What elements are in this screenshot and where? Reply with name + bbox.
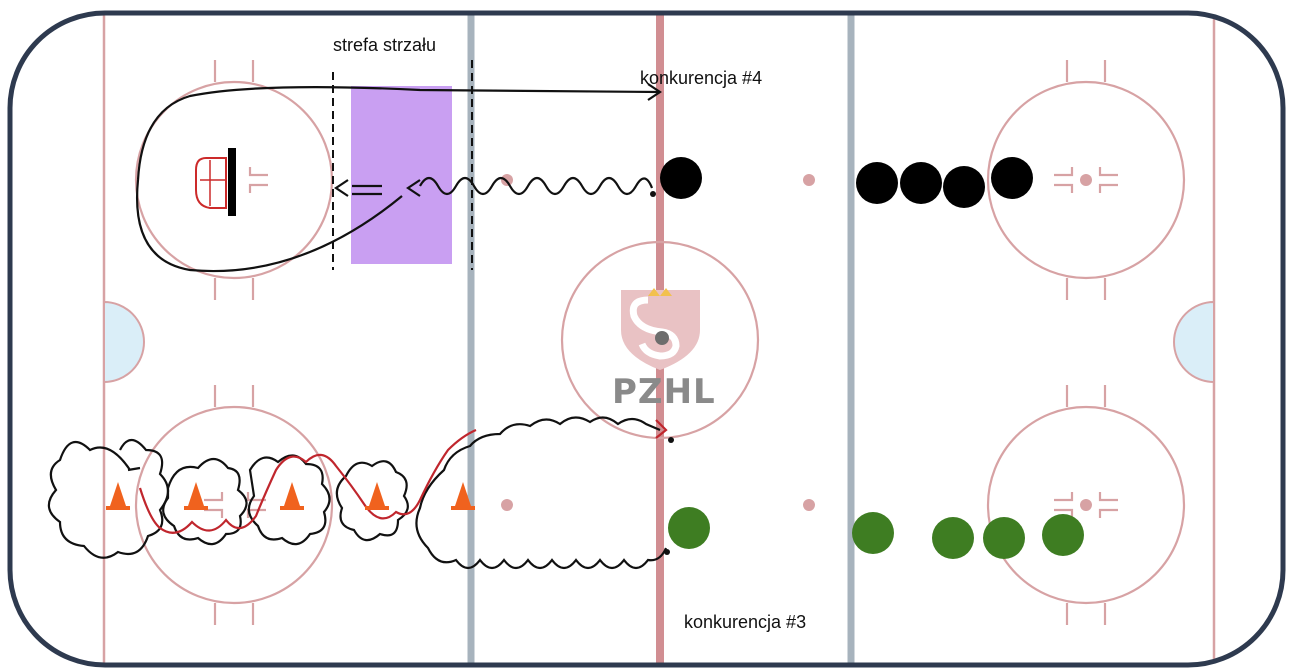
goal-crease-left [103,300,145,384]
player-green [852,512,894,554]
player-black [660,157,702,199]
black-players [660,157,1033,208]
competition-3-label: konkurencja #3 [684,612,807,632]
goal-crease-right [1173,300,1215,384]
rink-boards [7,10,1286,668]
shooting-zone [351,86,452,264]
cone-icon [280,482,304,510]
logo-text: PZHL [612,372,716,412]
path-dot-bottom [664,549,670,555]
goal-net-icon [195,148,236,216]
competition-4-label: konkurencja #4 [640,68,763,88]
player-black [900,162,942,204]
player-black [856,162,898,204]
rink-surface [47,13,1216,665]
player-green [1042,514,1084,556]
player-black [991,157,1033,199]
cones [106,482,475,510]
green-players [668,507,1084,559]
shooting-zone-label: strefa strzału [333,35,437,55]
faceoff-dots [501,174,1092,511]
cone-icon [106,482,130,510]
competition-3-paths [47,416,668,570]
path-dot-top [668,437,674,443]
cone-icon [451,482,475,510]
cone-icon [365,482,389,510]
competition-4-paths [136,83,662,273]
player-green [983,517,1025,559]
player-green [932,517,974,559]
pzhl-logo [621,288,700,370]
player-black [943,166,985,208]
path-start-dot [650,191,656,197]
player-green [668,507,710,549]
cone-icon [184,482,208,510]
